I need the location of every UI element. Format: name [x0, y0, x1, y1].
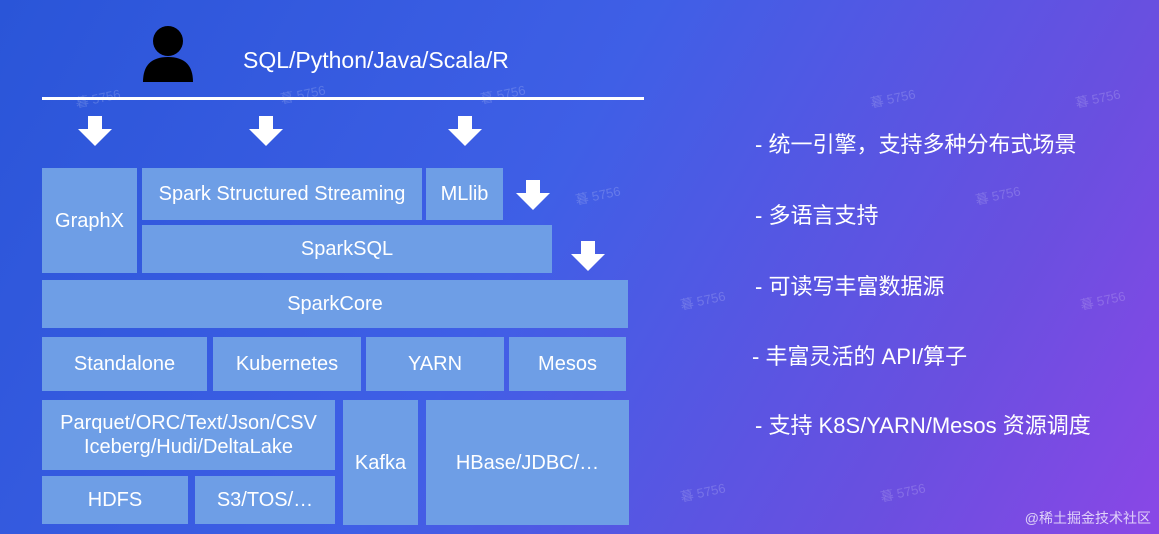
- standalone-block: Standalone: [42, 337, 207, 391]
- bullet-item: - 统一引擎，支持多种分布式场景: [755, 132, 1077, 157]
- watermark-text: 暮 5756: [879, 480, 927, 505]
- arrow-down-icon: [249, 116, 283, 146]
- watermark-text: 暮 5756: [974, 183, 1022, 208]
- watermark-text: 暮 5756: [479, 82, 527, 107]
- mesos-block: Mesos: [509, 337, 626, 391]
- watermark-text: 暮 5756: [1079, 288, 1127, 313]
- watermark-text: 暮 5756: [279, 82, 327, 107]
- kafka-block: Kafka: [343, 400, 418, 525]
- arrow-down-icon: [448, 116, 482, 146]
- watermark-text: 暮 5756: [869, 86, 917, 111]
- arrow-down-icon: [78, 116, 112, 146]
- mllib-block: MLlib: [426, 168, 503, 220]
- bullet-item: - 可读写丰富数据源: [755, 274, 945, 299]
- bullet-item: - 丰富灵活的 API/算子: [752, 344, 968, 369]
- divider-line: [42, 97, 644, 100]
- watermark-text: 暮 5756: [574, 183, 622, 208]
- bullet-item: - 多语言支持: [755, 203, 879, 228]
- corner-watermark: @稀土掘金技术社区: [1024, 510, 1151, 526]
- hdfs-block: HDFS: [42, 476, 188, 524]
- yarn-block: YARN: [366, 337, 504, 391]
- formats-line-1: Parquet/ORC/Text/Json/CSV: [60, 412, 317, 434]
- formats-block: Parquet/ORC/Text/Json/CSV Iceberg/Hudi/D…: [42, 400, 335, 470]
- arrow-down-icon: [571, 241, 605, 271]
- watermark-text: 暮 5756: [679, 288, 727, 313]
- sparksql-block: SparkSQL: [142, 225, 552, 273]
- languages-label: SQL/Python/Java/Scala/R: [243, 47, 509, 73]
- bullet-item: - 支持 K8S/YARN/Mesos 资源调度: [755, 413, 1091, 438]
- person-icon: [143, 24, 193, 82]
- formats-line-2: Iceberg/Hudi/DeltaLake: [83, 436, 293, 458]
- graphx-block: GraphX: [42, 168, 137, 273]
- arrow-down-icon: [516, 180, 550, 210]
- streaming-block: Spark Structured Streaming: [142, 168, 422, 220]
- kubernetes-block: Kubernetes: [213, 337, 361, 391]
- hbase-block: HBase/JDBC/…: [426, 400, 629, 525]
- sparkcore-block: SparkCore: [42, 280, 628, 328]
- s3-block: S3/TOS/…: [195, 476, 335, 524]
- watermark-text: 暮 5756: [679, 480, 727, 505]
- watermark-text: 暮 5756: [1074, 86, 1122, 111]
